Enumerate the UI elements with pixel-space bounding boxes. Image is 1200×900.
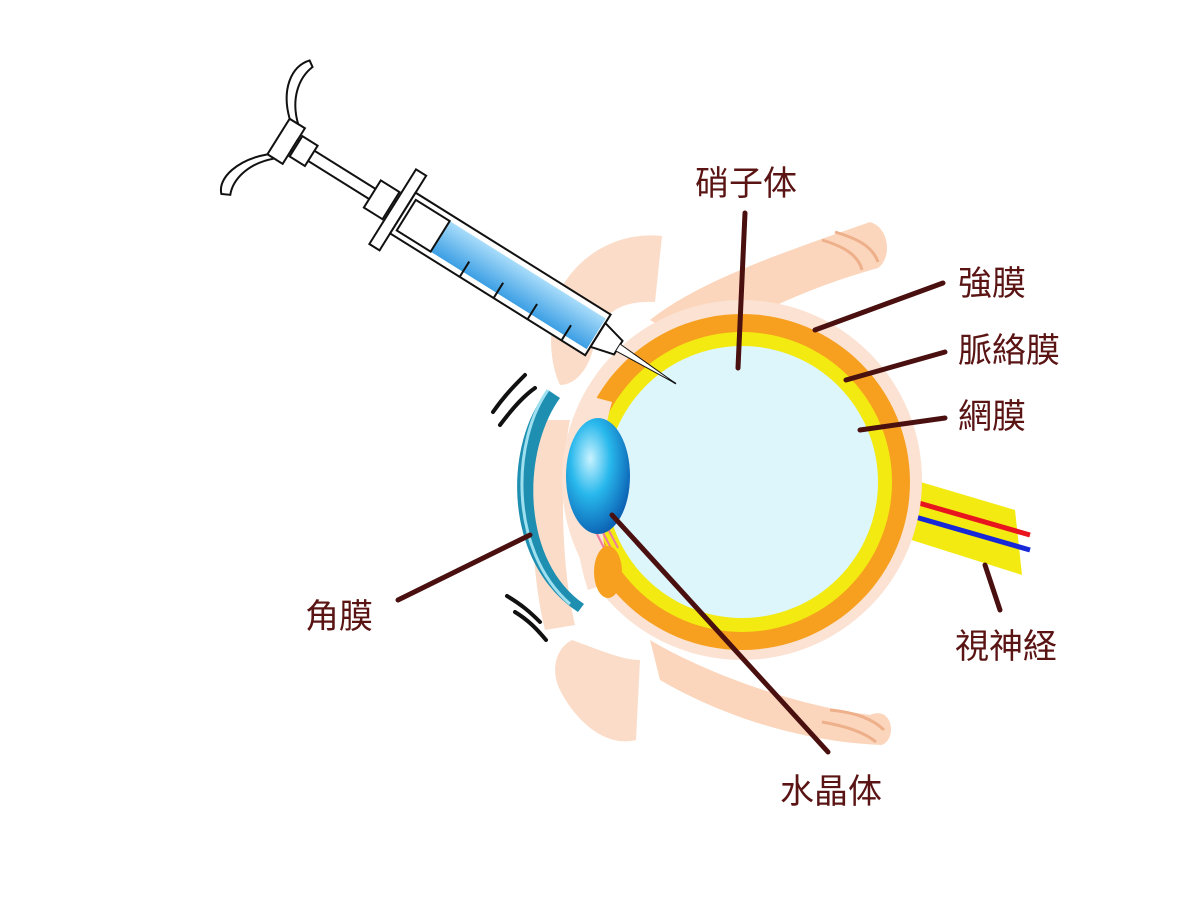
label-choroid: 脈絡膜 [958, 331, 1060, 371]
optic-vein [897, 509, 1031, 553]
ciliary-body-lower [594, 546, 622, 598]
cornea [517, 390, 584, 612]
lens [566, 418, 630, 534]
leader-vitreous [735, 210, 748, 371]
leader-lens [609, 512, 831, 755]
leader-optic-nerve [982, 562, 1003, 613]
leader-choroid [843, 349, 948, 383]
label-vitreous: 硝子体 [695, 164, 797, 204]
label-optic-nerve: 視神経 [955, 627, 1057, 667]
leader-sclera [812, 280, 946, 333]
syringe-fluid [428, 220, 606, 350]
label-lens: 水晶体 [780, 772, 882, 812]
label-retina: 網膜 [958, 397, 1026, 437]
motion-marks [491, 373, 548, 642]
syringe [220, 59, 677, 385]
eyeball [562, 300, 922, 660]
leader-cornea [395, 532, 533, 603]
label-cornea: 角膜 [305, 597, 373, 637]
vitreous-body [606, 346, 878, 618]
syringe-hub [588, 321, 624, 356]
leader-retina [857, 415, 948, 433]
syringe-thumb-rest [266, 117, 307, 166]
leader-lines [395, 210, 1003, 755]
label-sclera: 強膜 [958, 264, 1026, 304]
